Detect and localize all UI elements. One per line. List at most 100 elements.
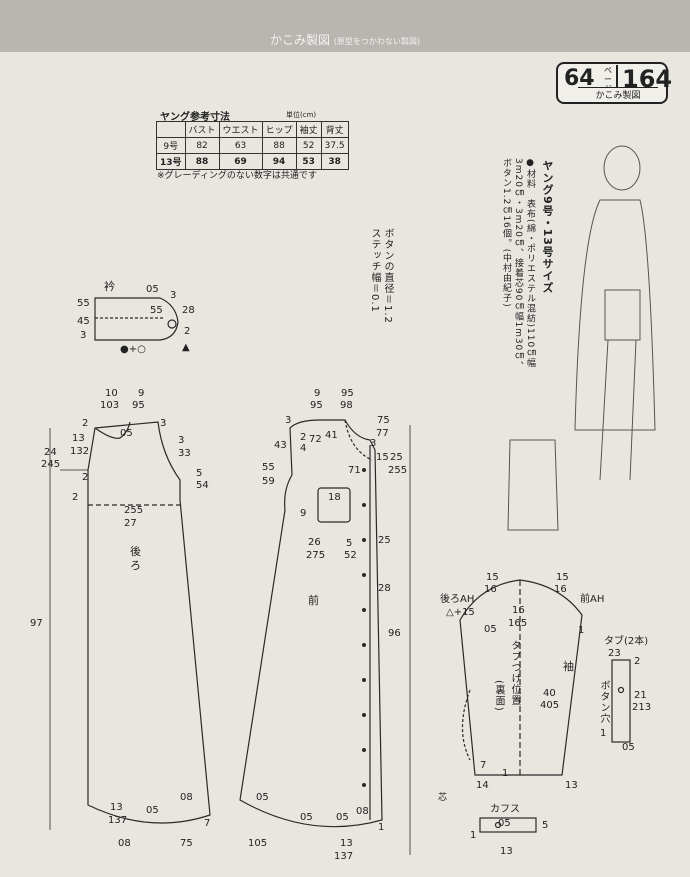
dim-label: 5 xyxy=(346,538,353,549)
dim-label: 13 xyxy=(500,846,513,857)
dim-label: 28 xyxy=(378,583,391,594)
collar-label: 衿 xyxy=(104,280,115,293)
dim-label: 18 xyxy=(328,492,341,503)
materials-block: ●材料 表布(綿・ポリエステル混紡)110㎝幅3m20㎝・3m20㎝、接着芯90… xyxy=(470,158,536,373)
dim-label: 54 xyxy=(196,480,209,491)
dim-label: 55 xyxy=(77,298,90,309)
cuff-label: カフス xyxy=(490,804,520,815)
back-bodice-outline xyxy=(87,421,211,824)
page-number-a: 64 xyxy=(564,66,595,91)
dim-label: 59 xyxy=(262,476,275,487)
dim-label: 25 xyxy=(378,535,391,546)
bullet-icon: ● xyxy=(525,158,535,169)
dim-label: 08 xyxy=(356,806,369,817)
dim-label: 4 xyxy=(300,443,307,454)
dim-label: 2 xyxy=(300,432,307,443)
dim-label: 245 xyxy=(41,459,61,470)
dim-label: 3 xyxy=(170,290,177,301)
dim-label: 05 xyxy=(300,812,313,823)
button-hole-label: ボタン穴 xyxy=(598,680,609,724)
table-cell: 38 xyxy=(320,153,349,170)
dim-label: 3 xyxy=(285,415,292,426)
dim-label: 72 xyxy=(309,434,322,445)
shirt-dress-sketch xyxy=(507,439,559,531)
back-neckline xyxy=(94,421,131,439)
dim-label: 10 xyxy=(105,388,118,399)
cuff-piece xyxy=(479,817,537,833)
dim-label: 2 xyxy=(82,472,89,483)
tab-label: タブ(2本) xyxy=(604,636,649,647)
pocket-outline xyxy=(317,487,351,523)
dim-label: 105 xyxy=(248,838,268,849)
dim-label: 05 xyxy=(484,624,497,635)
figure-legs xyxy=(599,339,637,481)
front-bodice-outline xyxy=(239,419,383,828)
dim-label: 43 xyxy=(274,440,287,451)
tab-position-note: (裏面) xyxy=(493,680,504,712)
back-label: 後ろ xyxy=(130,545,141,572)
dim-label: 14 xyxy=(476,780,489,791)
dim-label: 7 xyxy=(480,760,487,771)
dim-label: 13 xyxy=(340,838,353,849)
dim-label: 1 xyxy=(600,728,607,739)
dim-label: 96 xyxy=(388,628,401,639)
page-reference-box: 64 ページ 164 xyxy=(556,62,672,104)
dim-label: 33 xyxy=(178,448,191,459)
dim-label: 52 xyxy=(344,550,357,561)
figure-shorts xyxy=(604,289,641,341)
credit-text: (中村由紀子) xyxy=(501,248,511,308)
tab-position-label: タブつけ位置 xyxy=(509,640,520,706)
sleeve-outline xyxy=(459,579,583,776)
dim-label: 3 xyxy=(160,418,167,429)
header-banner: かこみ製図 (原型をつかわない製図) xyxy=(0,0,690,52)
dim-label: 71 xyxy=(348,465,361,476)
dim-label: 1 xyxy=(578,625,585,636)
header-title: かこみ製図 (原型をつかわない製図) xyxy=(0,31,690,48)
dim-label: 9 xyxy=(138,388,145,399)
figure-head xyxy=(603,145,641,191)
dim-label: 40 xyxy=(543,688,556,699)
dim-label: 15 xyxy=(556,572,569,583)
dim-label: 5 xyxy=(196,468,203,479)
dim-label: 08 xyxy=(118,838,131,849)
dim-label: 3 xyxy=(178,435,185,446)
dim-label: 16 xyxy=(554,584,567,595)
page-reference-label: かこみ製図 xyxy=(578,87,658,101)
dim-label: 26 xyxy=(308,537,321,548)
size-table-header: バスト ウエスト ヒップ 袖丈 背丈 xyxy=(156,121,349,138)
dim-label: 24 xyxy=(44,447,57,458)
dim-label: 55 xyxy=(150,305,163,316)
size-table-unit: 単位(cm) xyxy=(286,111,317,119)
front-label: 前 xyxy=(308,594,319,607)
dim-label: 137 xyxy=(108,815,128,826)
dim-label: 2 xyxy=(72,492,79,503)
materials-text: 材料 表布(綿・ポリエステル混紡)110㎝幅3m20㎝・3m20㎝、接着芯90㎝… xyxy=(501,158,535,372)
dim-label: 25 xyxy=(390,452,403,463)
dim-label: 3 xyxy=(370,438,377,449)
dim-label: 55 xyxy=(262,462,275,473)
table-row: 13号 88 69 94 53 38 xyxy=(156,153,349,170)
dim-label: 05 xyxy=(120,428,133,439)
dim-label: △+15 xyxy=(446,607,475,618)
size-table-note: ※グレーディングのない数字は共通です xyxy=(157,171,317,181)
dim-label: 95 xyxy=(341,388,354,399)
dim-label: 21 xyxy=(634,690,647,701)
dim-label: 41 xyxy=(325,430,338,441)
dim-label: 05 xyxy=(146,284,159,295)
dim-label: 165 xyxy=(508,618,528,629)
dim-label: 16 xyxy=(512,605,525,616)
dim-label: 95 xyxy=(310,400,323,411)
dim-label: 75 xyxy=(377,415,390,426)
dim-label: 97 xyxy=(30,618,43,629)
dim-label: 16 xyxy=(484,584,497,595)
title-text: かこみ製図 xyxy=(269,33,330,47)
dim-label: 75 xyxy=(180,838,193,849)
sleeve-label: 袖 xyxy=(563,660,574,673)
subtitle-text: (原型をつかわない製図) xyxy=(333,37,421,46)
dim-label: 05 xyxy=(256,792,269,803)
dim-label: 1 xyxy=(470,830,477,841)
dim-label: 05 xyxy=(622,742,635,753)
shin-label: 芯 xyxy=(438,793,448,803)
dim-label: 5 xyxy=(542,820,549,831)
